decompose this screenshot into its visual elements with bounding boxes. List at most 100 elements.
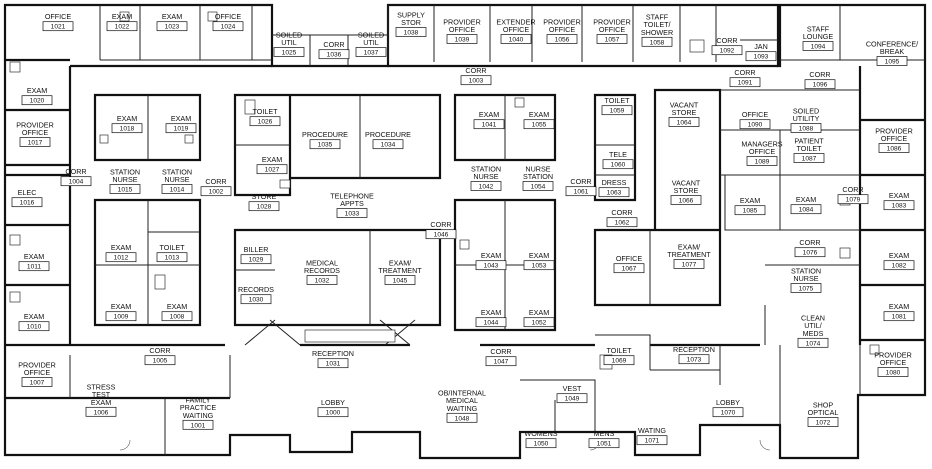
room-number-box bbox=[240, 254, 272, 265]
room-name-line: OFFICE bbox=[45, 12, 72, 21]
room-name-line: LOBBY bbox=[716, 398, 740, 407]
room-number: 1074 bbox=[806, 340, 821, 347]
room-number-box bbox=[878, 143, 910, 153]
walls bbox=[3, 3, 927, 460]
room-name-line: EXAM bbox=[479, 110, 499, 119]
room-name-line: CORR bbox=[430, 220, 451, 229]
room-number: 1070 bbox=[721, 410, 736, 417]
room-number-box bbox=[18, 321, 50, 332]
room-lobby-1070: LOBBY 1070 bbox=[712, 398, 744, 418]
room-number-box bbox=[588, 438, 620, 449]
room-number: 1042 bbox=[479, 184, 494, 191]
room-name-line: EXAM bbox=[262, 155, 282, 164]
room-name-line: TOILET bbox=[604, 96, 630, 105]
room-number: 1005 bbox=[153, 358, 168, 365]
room-name-line: CORR bbox=[465, 66, 486, 75]
room-number-box bbox=[446, 34, 478, 44]
room-name-line: TELE bbox=[609, 150, 627, 159]
room-name-line: VACANT bbox=[672, 178, 701, 187]
room-number-box bbox=[395, 27, 427, 37]
room-name-line: LOBBY bbox=[321, 398, 345, 407]
room-number: 1038 bbox=[404, 30, 419, 37]
room-name-line: EXAM bbox=[171, 114, 191, 123]
room-name-line: UTIL/ bbox=[804, 321, 822, 330]
room-name-line: MEDS bbox=[803, 329, 824, 338]
room-number: 1011 bbox=[27, 264, 42, 271]
room-number-box bbox=[336, 208, 368, 218]
room-number-box bbox=[165, 123, 197, 134]
room-number-box bbox=[425, 229, 457, 240]
room-number-box bbox=[596, 34, 628, 44]
room-number: 1041 bbox=[482, 122, 497, 129]
room-number-box bbox=[807, 417, 839, 427]
room-number: 1035 bbox=[318, 142, 333, 149]
room-number: 1084 bbox=[799, 207, 814, 214]
room-number-box bbox=[734, 205, 766, 216]
room-number-box bbox=[200, 186, 232, 197]
room-name-line: WOMENS bbox=[524, 429, 557, 438]
room-name-line: EXAM bbox=[889, 191, 909, 200]
room-name-line: SOILED bbox=[276, 30, 302, 39]
room-name-line: OFFICE bbox=[749, 147, 776, 156]
room-number: 1060 bbox=[611, 162, 626, 169]
room-number: 1085 bbox=[743, 208, 758, 215]
room-name-line: EXAM bbox=[112, 12, 132, 21]
room-number: 1072 bbox=[816, 420, 831, 427]
room-number-box bbox=[804, 79, 836, 90]
room-name-line: NURSE bbox=[112, 175, 137, 184]
room-name-line: TREATMENT bbox=[667, 250, 711, 259]
room-exam-1041: EXAM 1041 bbox=[473, 110, 505, 130]
room-name-line: TOILET bbox=[252, 107, 278, 116]
room-number: 1001 bbox=[191, 422, 206, 429]
room-name-line: CLEAN bbox=[801, 314, 825, 323]
room-number-box bbox=[372, 139, 404, 150]
room-number-box bbox=[793, 153, 825, 163]
room-number: 1089 bbox=[755, 159, 770, 166]
room-number-box bbox=[249, 116, 281, 127]
room-number: 1043 bbox=[484, 263, 499, 270]
room-number: 1075 bbox=[799, 286, 814, 293]
room-name-line: CORR bbox=[842, 185, 863, 194]
room-number: 1057 bbox=[605, 37, 620, 44]
room-number: 1008 bbox=[170, 314, 185, 321]
room-number-box bbox=[212, 21, 244, 32]
room-number-box bbox=[794, 247, 826, 258]
room-number: 1021 bbox=[51, 24, 66, 31]
room-name-line: TELEPHONE bbox=[330, 191, 374, 200]
room-number: 1014 bbox=[170, 187, 185, 194]
room-name-line: CORR bbox=[809, 70, 830, 79]
room-number-box bbox=[802, 41, 834, 51]
room-name-line: CORR bbox=[65, 167, 86, 176]
room-number-box bbox=[500, 34, 532, 44]
room-name-line: PATIENT bbox=[794, 136, 824, 145]
room-name-line: EXAM bbox=[24, 312, 44, 321]
room-name-line: LOUNGE bbox=[803, 32, 834, 41]
room-name-line: EXAM bbox=[111, 243, 131, 252]
room-name-line: BREAK bbox=[880, 47, 905, 56]
room-name-line: TOILET bbox=[606, 346, 632, 355]
room-name-line: PROVIDER bbox=[16, 120, 54, 129]
room-name-line: VACANT bbox=[670, 100, 699, 109]
room-number: 1017 bbox=[28, 140, 43, 147]
